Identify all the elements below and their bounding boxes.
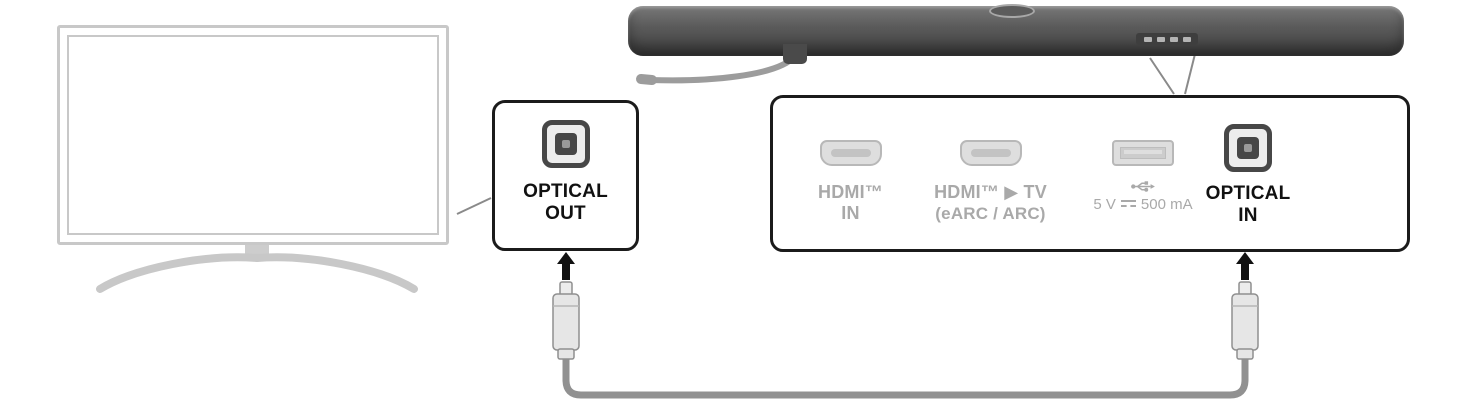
tv-callout-line (456, 197, 492, 215)
port-dot (1169, 36, 1178, 42)
optical-in-label: OPTICAL IN (1206, 183, 1291, 227)
soundbar-knob (989, 4, 1035, 18)
soundbar-cable-port (783, 44, 807, 64)
hdmi-in-label-line1: HDMI™ (818, 182, 883, 202)
usb-port-slot (1120, 147, 1166, 159)
optical-out-port-icon (541, 120, 590, 168)
hdmi-tv-label-line2: (eARC / ARC) (935, 204, 1046, 223)
optical-out-panel: OPTICAL OUT (492, 100, 639, 251)
optical-cable-connector-right (1231, 281, 1259, 360)
hdmi-port-slot (830, 149, 871, 157)
optical-port-core (1237, 137, 1259, 159)
hdmi-in-label-line2: IN (841, 203, 860, 223)
optical-out-label-line1: OPTICAL (523, 181, 608, 202)
dc-symbol-icon (1120, 199, 1136, 210)
optical-in-label-line1: OPTICAL (1205, 183, 1291, 204)
soundbar-ports-panel: HDMI™ IN HDMI™ ▶ TV (eARC / ARC) (770, 95, 1410, 252)
hdmi-port-slot (970, 149, 1011, 157)
up-arrow-icon-right (1236, 252, 1254, 280)
hdmi-in-port: HDMI™ IN (793, 140, 908, 224)
optical-port-core (554, 133, 577, 155)
power-cable (636, 53, 798, 85)
optical-in-port: OPTICAL IN (1193, 124, 1303, 227)
port-dot (1182, 36, 1191, 42)
port-dot (1143, 36, 1152, 42)
usb-current: 500 mA (1140, 196, 1193, 213)
tv-screen (67, 35, 439, 235)
hdmi-tv-label-line1: HDMI™ ▶ TV (934, 182, 1047, 202)
usb-port: 5 V 500 mA (1073, 140, 1213, 213)
hdmi-tv-port-icon (959, 140, 1022, 166)
optical-cable (562, 356, 1249, 399)
usb-port-icon (1112, 140, 1174, 166)
up-arrow-icon-left (557, 252, 575, 280)
usb-symbol-icon (1131, 181, 1155, 192)
tv-stand (96, 243, 418, 293)
hdmi-in-port-icon (819, 140, 882, 166)
optical-in-label-line2: IN (1238, 205, 1258, 226)
optical-cable-connector-left (552, 281, 580, 360)
optical-out-label: OPTICAL OUT (523, 181, 608, 225)
hdmi-tv-port: HDMI™ ▶ TV (eARC / ARC) (918, 140, 1063, 224)
optical-out-label-line2: OUT (545, 203, 586, 224)
tv (57, 25, 449, 245)
usb-caption: 5 V 500 mA (1093, 180, 1193, 213)
soundbar-ports-indicator (1136, 33, 1198, 45)
hdmi-tv-label: HDMI™ ▶ TV (eARC / ARC) (934, 182, 1047, 224)
hdmi-in-label: HDMI™ IN (818, 182, 883, 224)
usb-label: 5 V 500 mA (1093, 196, 1192, 213)
optical-in-port-icon (1224, 124, 1272, 172)
soundbar-callout-lines (1149, 49, 1197, 95)
usb-voltage: 5 V (1093, 196, 1116, 213)
port-dot (1156, 36, 1165, 42)
